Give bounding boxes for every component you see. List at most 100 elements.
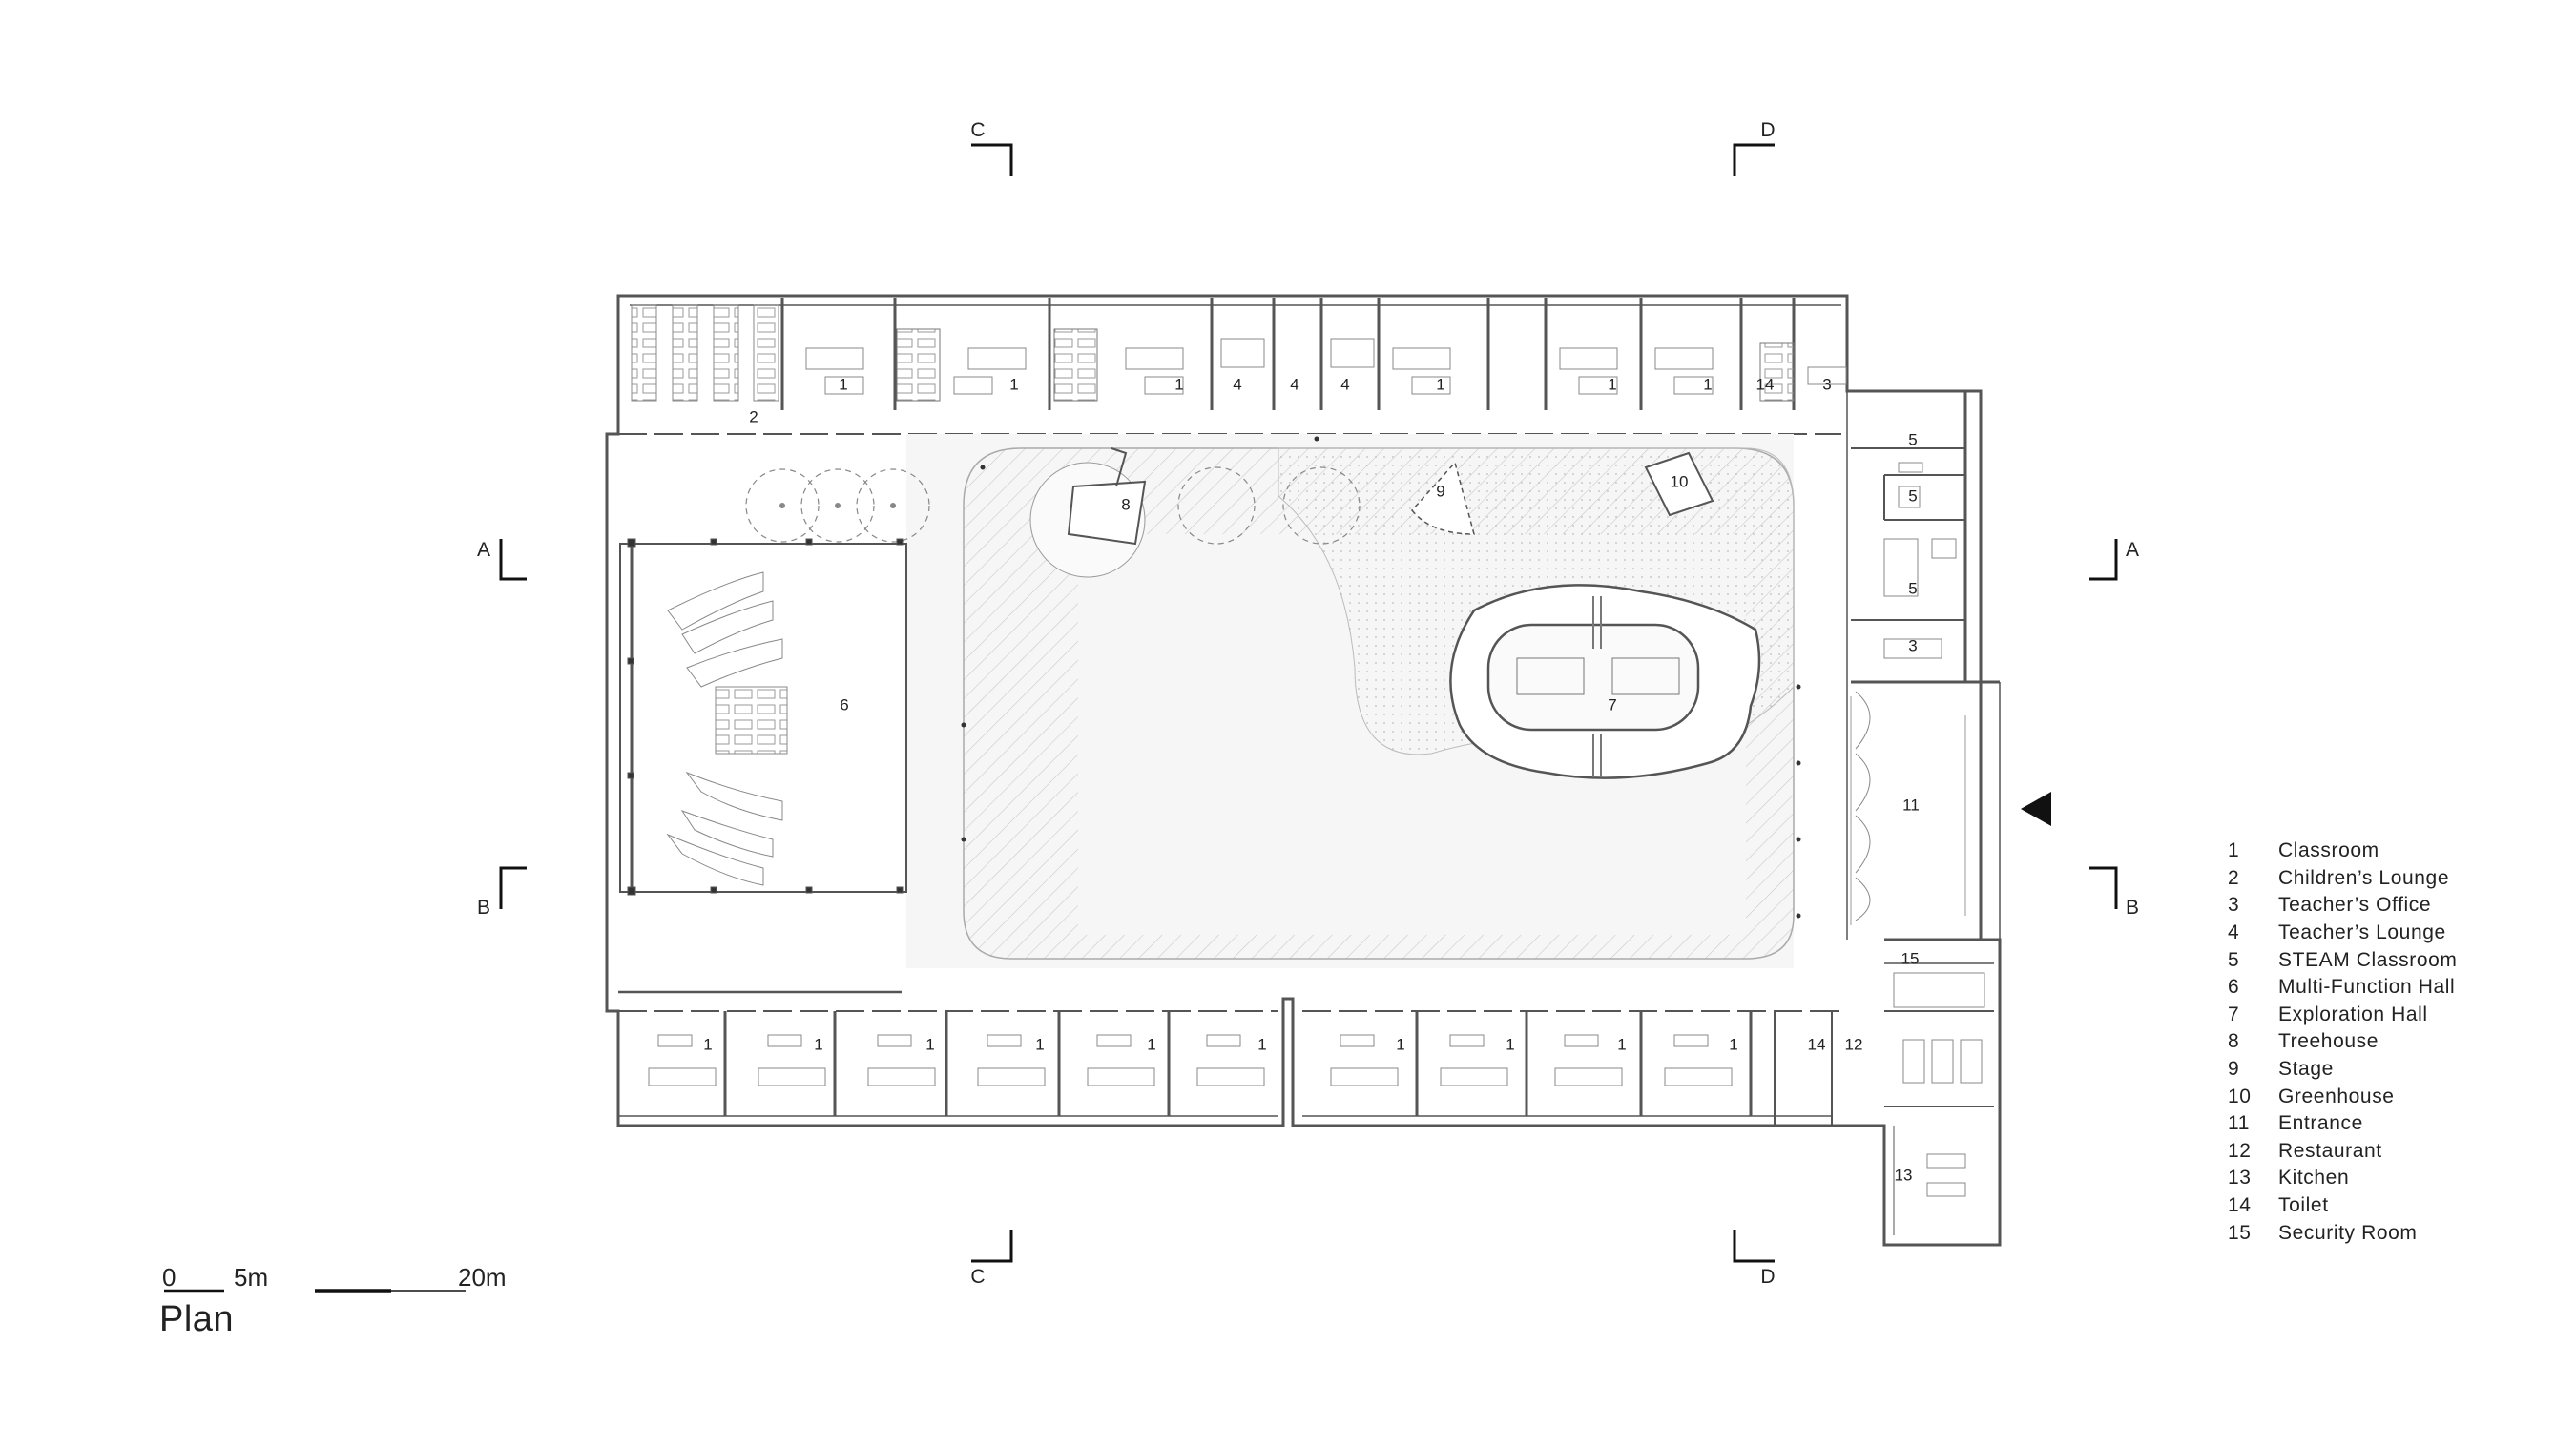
room-labels: 2 1 1 1 4 4 4 1 1 1 14 3 5 5 5 3 6 7 8 9…: [703, 375, 1920, 1184]
room-label: 1: [1396, 1035, 1404, 1053]
room-label: 1: [1147, 1035, 1155, 1053]
legend-item: 14 Toilet: [2228, 1192, 2458, 1220]
room-label: 1: [1703, 375, 1712, 393]
legend-item: 11 Entrance: [2228, 1110, 2458, 1138]
section-letter-a-left: A: [477, 539, 490, 561]
legend-label: Entrance: [2278, 1112, 2363, 1135]
room-label: 1: [1617, 1035, 1626, 1053]
legend-number: 15: [2228, 1221, 2252, 1244]
legend-number: 4: [2228, 921, 2240, 944]
section-letter-a-right: A: [2126, 539, 2139, 561]
legend-label: Greenhouse: [2278, 1085, 2395, 1107]
room-label: 4: [1290, 375, 1298, 393]
room-label: 13: [1895, 1166, 1913, 1184]
legend-item: 1 Classroom: [2228, 838, 2458, 865]
scale-label-20m: 20m: [458, 1263, 507, 1292]
legend-item: 15 Security Room: [2228, 1219, 2458, 1247]
section-letter-d-bottom: D: [1760, 1266, 1775, 1288]
legend-number: 8: [2228, 1030, 2240, 1053]
legend-item: 5 STEAM Classroom: [2228, 946, 2458, 974]
scale-label-5m: 5m: [234, 1263, 268, 1292]
entrance-arrow-icon: [2021, 792, 2051, 826]
section-mark-d-top: [1733, 143, 1775, 176]
room-label: 3: [1908, 636, 1917, 654]
room-label: 9: [1436, 482, 1444, 500]
section-letter-b-right: B: [2126, 897, 2139, 919]
section-mark-c-top: [971, 143, 1013, 176]
section-letter-b-left: B: [477, 897, 490, 919]
north-wing: [616, 296, 1847, 435]
room-label: 4: [1233, 375, 1241, 393]
legend-label: Stage: [2278, 1058, 2334, 1081]
section-marks: [499, 143, 2118, 1263]
plan-title: Plan: [159, 1299, 235, 1339]
legend-label: STEAM Classroom: [2278, 948, 2458, 971]
room-label: 5: [1908, 486, 1917, 505]
room-label: 1: [1729, 1035, 1737, 1053]
room-label: 11: [1902, 796, 1920, 814]
legend-number: 2: [2228, 866, 2240, 889]
legend-item: 7 Exploration Hall: [2228, 1002, 2458, 1029]
multi-function-hall: [619, 538, 907, 896]
legend-number: 9: [2228, 1058, 2240, 1081]
room-label: 7: [1608, 695, 1616, 714]
room-label: 1: [1608, 375, 1616, 393]
room-label: 12: [1845, 1035, 1863, 1053]
room-label: 14: [1808, 1035, 1826, 1053]
legend-item: 4 Teacher’s Lounge: [2228, 920, 2458, 947]
legend-label: Multi-Function Hall: [2278, 976, 2456, 999]
legend-label: Teacher’s Lounge: [2278, 921, 2446, 944]
section-letter-d-top: D: [1760, 119, 1775, 141]
section-mark-d-bottom: [1733, 1230, 1775, 1263]
room-label: 14: [1756, 375, 1775, 393]
room-label: 1: [1035, 1035, 1044, 1053]
legend-item: 13 Kitchen: [2228, 1165, 2458, 1192]
room-label: 1: [1436, 375, 1444, 393]
legend-label: Restaurant: [2278, 1139, 2382, 1162]
room-label: 10: [1671, 472, 1689, 490]
legend-label: Toilet: [2278, 1194, 2329, 1217]
room-label: 3: [1822, 375, 1831, 393]
legend-number: 14: [2228, 1194, 2252, 1217]
room-label: 2: [749, 407, 758, 425]
legend-item: 9 Stage: [2228, 1056, 2458, 1084]
room-label: 1: [1174, 375, 1183, 393]
section-mark-b-left: [499, 866, 527, 909]
section-letter-c-top: C: [970, 119, 985, 141]
room-label: 6: [840, 695, 848, 714]
room-label: 1: [839, 375, 847, 393]
room-label: 5: [1908, 579, 1917, 597]
legend-item: 2 Children’s Lounge: [2228, 865, 2458, 893]
legend-label: Security Room: [2278, 1221, 2418, 1244]
east-wing: [1774, 389, 2001, 1245]
legend-number: 13: [2228, 1167, 2252, 1189]
legend-label: Exploration Hall: [2278, 1003, 2428, 1025]
room-label: 4: [1340, 375, 1349, 393]
section-mark-a-right: [2089, 539, 2118, 581]
legend-label: Teacher’s Office: [2278, 894, 2432, 917]
legend-number: 1: [2228, 839, 2240, 862]
central-courtyard: [745, 434, 1801, 968]
section-mark-b-right: [2089, 866, 2118, 909]
legend-number: 11: [2228, 1112, 2250, 1135]
legend-number: 12: [2228, 1139, 2252, 1162]
legend-number: 3: [2228, 894, 2240, 917]
legend-number: 5: [2228, 948, 2240, 971]
legend-label: Kitchen: [2278, 1167, 2350, 1189]
legend-label: Children’s Lounge: [2278, 866, 2450, 889]
legend-label: Classroom: [2278, 839, 2379, 862]
legend-label: Treehouse: [2278, 1030, 2379, 1053]
legend-number: 7: [2228, 1003, 2240, 1025]
room-label: 1: [1257, 1035, 1266, 1053]
legend-item: 8 Treehouse: [2228, 1028, 2458, 1056]
room-label: 8: [1121, 495, 1130, 513]
room-label: 15: [1901, 949, 1920, 967]
room-label: 5: [1908, 430, 1917, 448]
room-label: 1: [703, 1035, 712, 1053]
legend-item: 3 Teacher’s Office: [2228, 892, 2458, 920]
room-label: 1: [925, 1035, 934, 1053]
